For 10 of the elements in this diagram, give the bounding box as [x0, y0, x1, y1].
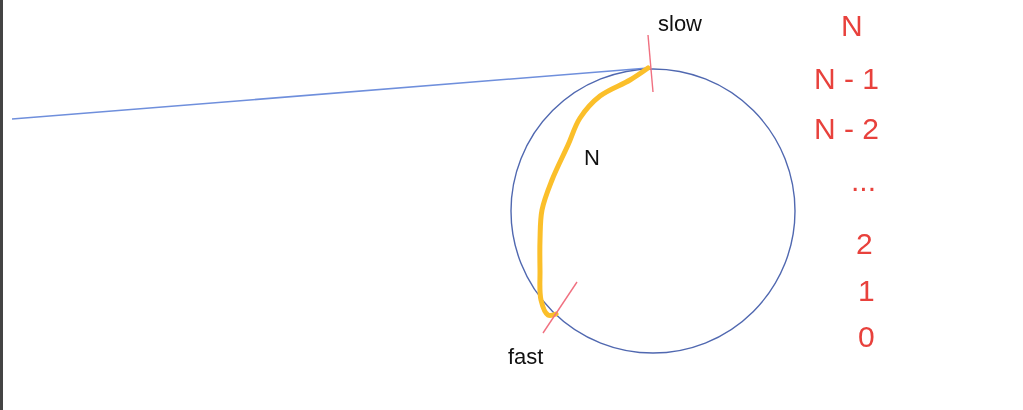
step-count: 1 [858, 276, 875, 306]
step-count: 0 [858, 322, 875, 352]
step-count: 2 [856, 229, 873, 259]
step-count: N - 1 [814, 64, 879, 94]
pointer-label: fast [508, 346, 544, 368]
step-count: N - 2 [814, 114, 879, 144]
step-count: N [841, 11, 863, 41]
distance-label: N [584, 147, 600, 169]
ellipsis: ... [851, 166, 876, 196]
pointer-label: slow [658, 13, 702, 35]
